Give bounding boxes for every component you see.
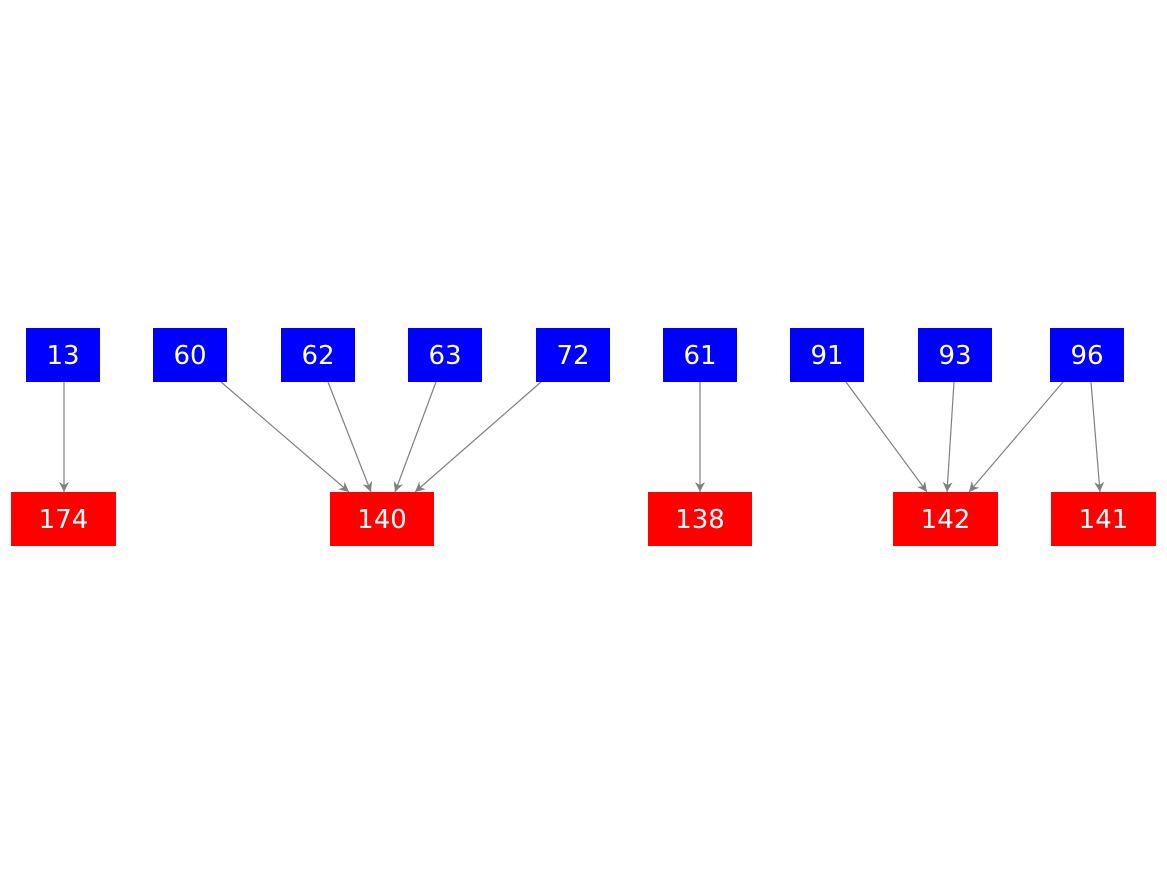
target-node-174: 174 [11,492,116,546]
edges [59,381,1105,493]
edge-96-to-141 [1090,381,1105,493]
source-node-box [536,328,610,382]
source-node-91: 91 [790,328,864,382]
source-node-box [281,328,355,382]
edge-63-to-140 [393,381,437,493]
edge-91-to-142 [845,381,928,493]
target-node-label: 138 [675,505,725,535]
target-node-box [893,492,998,546]
target-node-label: 141 [1079,505,1129,535]
edge-72-to-140 [414,381,542,493]
source-node-96: 96 [1050,328,1124,382]
source-node-72: 72 [536,328,610,382]
source-node-label: 93 [938,341,971,371]
source-node-box [26,328,100,382]
source-node-13: 13 [26,328,100,382]
target-node-label: 142 [921,505,971,535]
target-node-141: 141 [1051,492,1156,546]
source-node-93: 93 [918,328,992,382]
target-node-140: 140 [330,492,434,546]
target-node-142: 142 [893,492,998,546]
source-node-label: 96 [1070,341,1103,371]
source-node-label: 72 [556,341,589,371]
target-node-box [1051,492,1156,546]
target-node-box [648,492,752,546]
source-node-62: 62 [281,328,355,382]
source-node-label: 62 [301,341,334,371]
source-node-label: 91 [810,341,843,371]
target-node-label: 174 [39,505,89,535]
source-node-label: 60 [173,341,206,371]
source-node-label: 13 [46,341,79,371]
source-node-60: 60 [153,328,227,382]
source-node-label: 61 [683,341,716,371]
source-node-61: 61 [663,328,737,382]
source-node-box [790,328,864,382]
source-node-box [918,328,992,382]
target-node-138: 138 [648,492,752,546]
source-node-box [408,328,482,382]
source-node-label: 63 [428,341,461,371]
edge-93-to-142 [942,381,955,493]
nodes: 13 60 62 63 72 61 91 93 96 174 140 138 142 141 [11,328,1156,546]
source-node-box [663,328,737,382]
edge-60-to-140 [220,381,350,493]
target-node-label: 140 [357,505,407,535]
source-node-box [1050,328,1124,382]
target-node-box [11,492,116,546]
edge-96-to-142 [968,381,1064,493]
source-node-box [153,328,227,382]
target-node-box [330,492,434,546]
source-node-63: 63 [408,328,482,382]
edge-62-to-140 [327,381,373,493]
